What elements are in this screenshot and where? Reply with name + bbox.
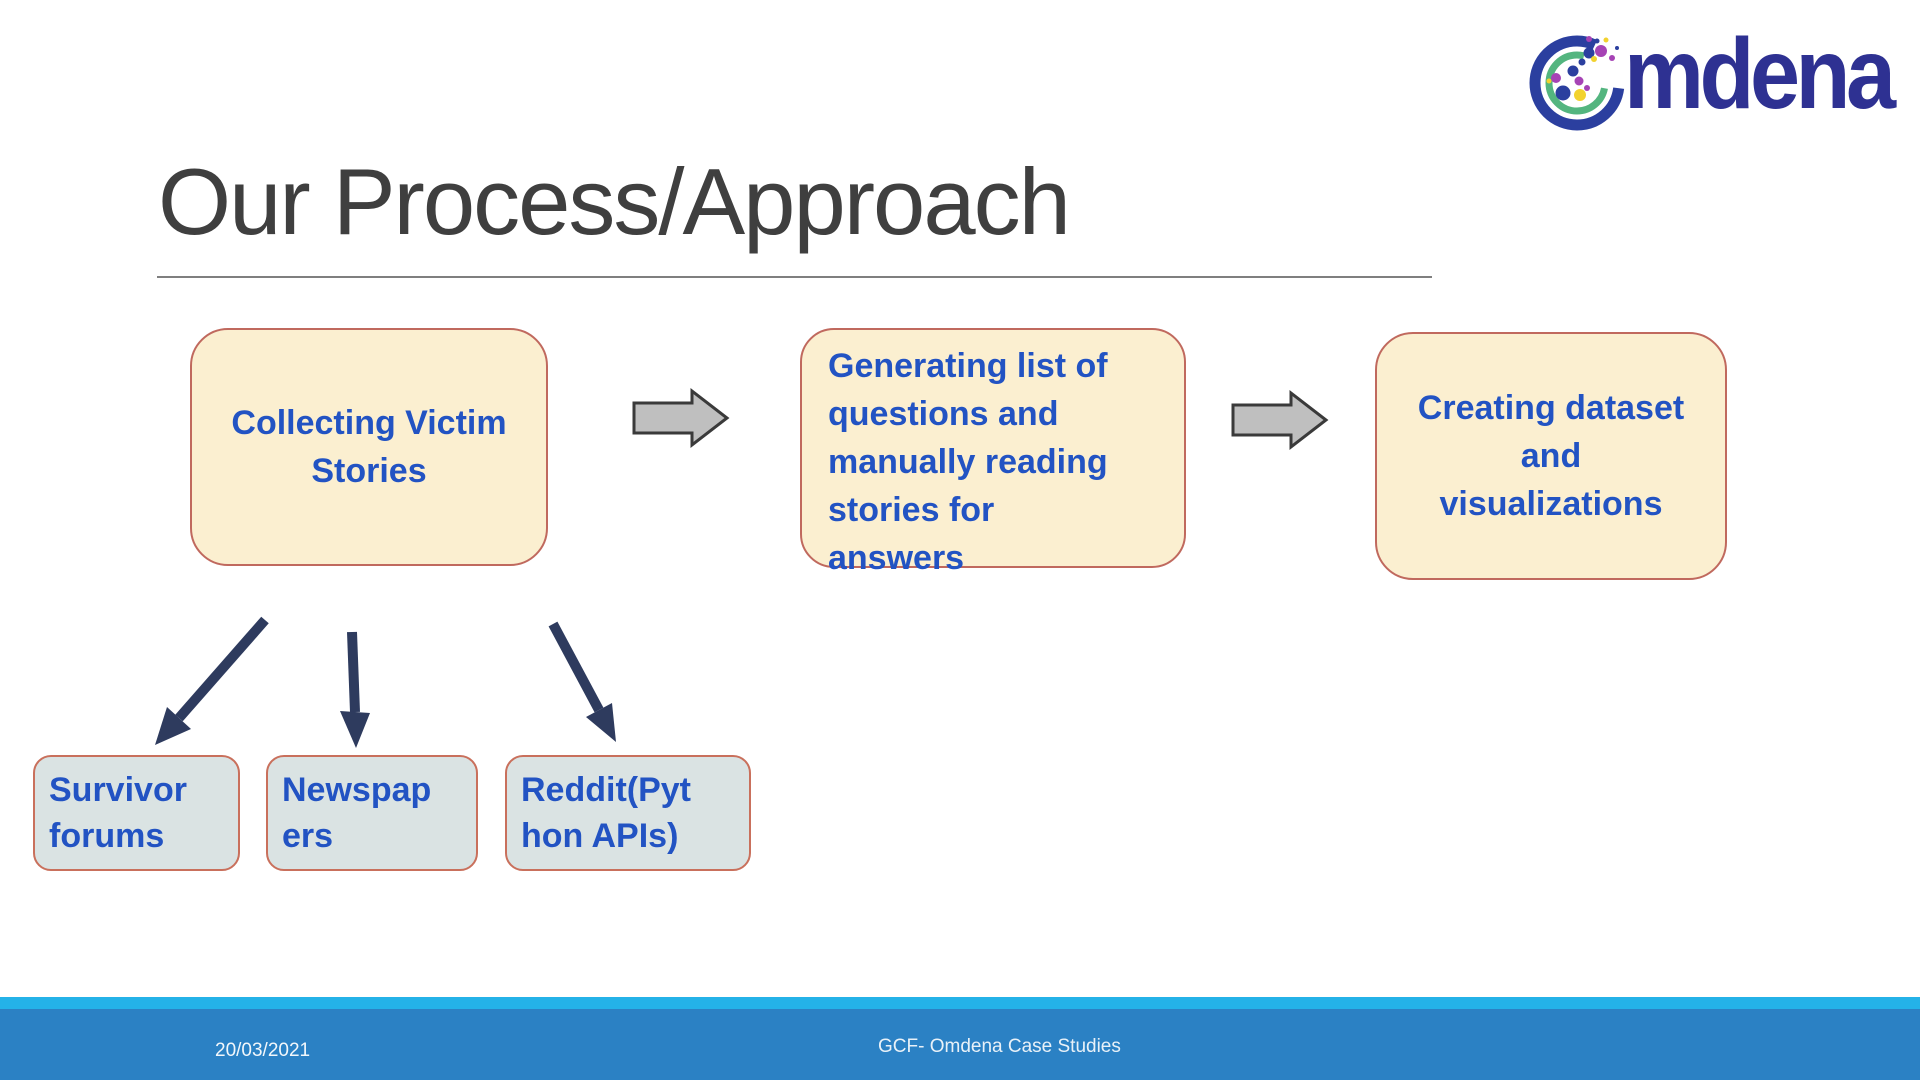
omdena-logo: mdena (1527, 18, 1907, 138)
process-step-generating-questions: Generating list of questions and manuall… (800, 328, 1186, 577)
slide-title: Our Process/Approach (158, 149, 1071, 254)
title-underline (157, 276, 1432, 278)
process-step-label: Collecting Victim Stories (231, 404, 507, 490)
footer-bar (0, 1009, 1920, 1080)
omdena-logo-icon (1529, 35, 1625, 131)
process-step-label: Generating list of questions and manuall… (828, 347, 1108, 577)
omdena-wordmark: mdena (1624, 18, 1896, 130)
source-box-label: Reddit(Pyt hon APIs) (521, 771, 691, 855)
source-box-reddit-apis: Reddit(Pyt hon APIs) (505, 755, 751, 871)
footer-accent-stripe (0, 997, 1920, 1009)
down-arrow-icon (548, 621, 604, 713)
right-arrow-icon (1231, 389, 1329, 451)
down-arrow-icon (175, 616, 269, 722)
process-step-creating-dataset: Creating dataset and visualizations (1375, 332, 1727, 580)
source-box-newspapers: Newspap ers (266, 755, 478, 871)
source-box-label: Newspap ers (282, 771, 432, 855)
down-arrow-icon (347, 631, 360, 713)
footer-label: GCF- Omdena Case Studies (878, 1036, 1121, 1057)
process-step-label: Creating dataset and visualizations (1417, 389, 1685, 523)
source-box-survivor-forums: Survivor forums (33, 755, 240, 871)
footer-date: 20/03/2021 (215, 1040, 311, 1061)
source-box-label: Survivor forums (49, 771, 187, 855)
process-step-collecting-stories: Collecting Victim Stories (190, 328, 548, 566)
right-arrow-icon (632, 387, 730, 449)
